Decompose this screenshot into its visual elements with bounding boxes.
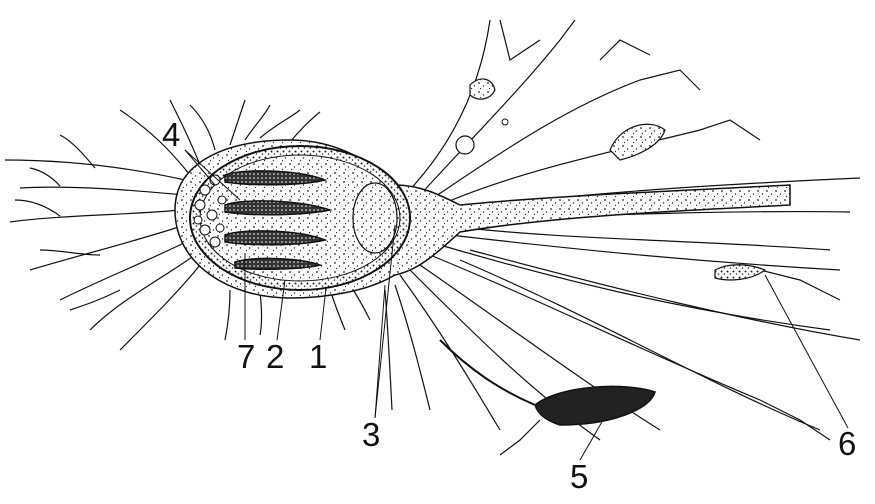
label-3: 3 [362,418,380,451]
label-6: 6 [838,427,856,460]
vesicle [502,119,508,125]
dark-cell [535,386,655,425]
dark-cell-tail [440,340,535,405]
label-4: 4 [162,118,180,151]
vesicle [456,136,474,154]
process-6 [715,265,765,280]
label-5: 5 [570,460,588,493]
label-7: 7 [237,340,255,373]
label-2: 2 [266,340,284,373]
satellite-cell-mid [470,79,495,99]
axon-hillock [353,183,397,253]
satellite-cell-upper [610,124,665,160]
label-1: 1 [309,340,327,373]
